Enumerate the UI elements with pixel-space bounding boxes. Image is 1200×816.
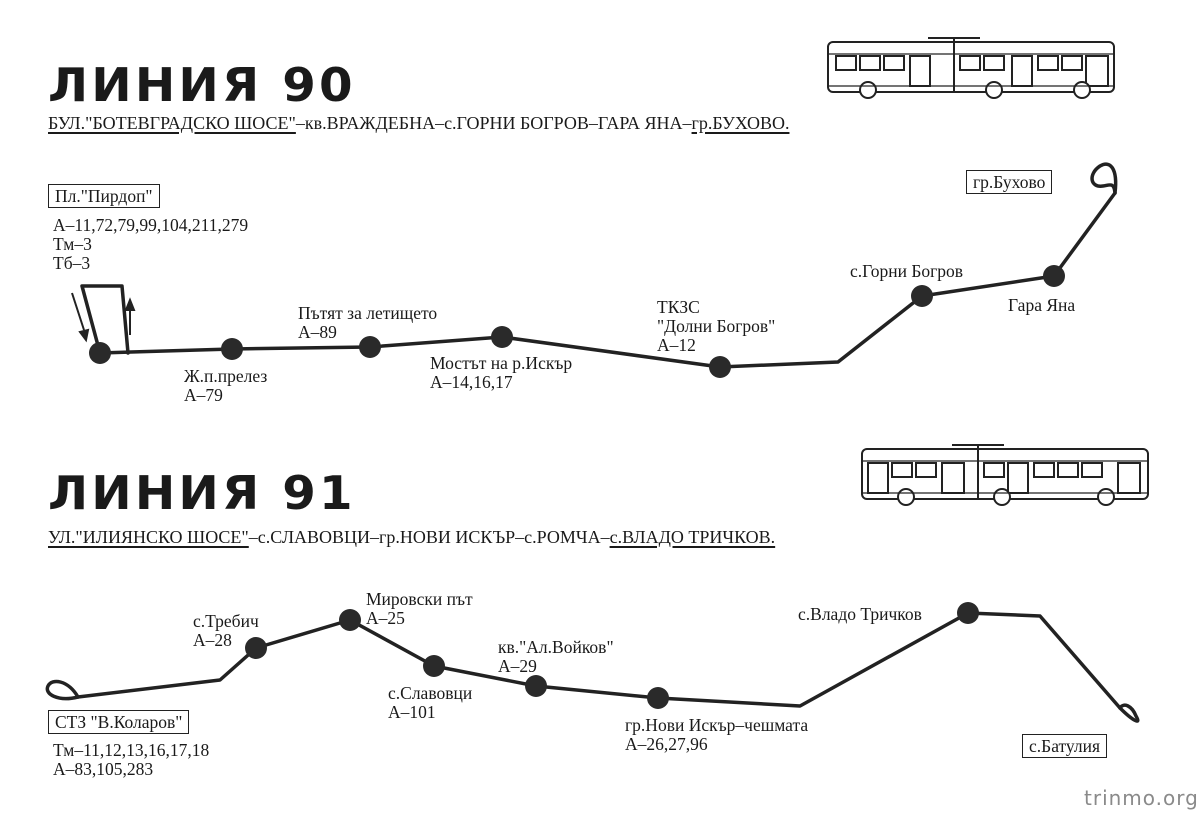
stop-marker — [709, 356, 731, 378]
stop-label-90: Гара Яна — [1008, 296, 1075, 315]
stop-label-91: Мировски път А–25 — [366, 590, 473, 628]
terminal-loop-icon — [45, 679, 80, 701]
stop-transfer: А–26,27,96 — [625, 734, 708, 754]
stop-name: Гара Яна — [1008, 295, 1076, 315]
stop-name: с.Славовци — [388, 683, 473, 703]
stop-label-91: гр.Нови Искър–чешмата А–26,27,96 — [625, 716, 808, 754]
transfer-line: Тб–3 — [53, 253, 91, 273]
stop-marker — [339, 609, 361, 631]
stop-name: ТКЗС — [657, 297, 700, 317]
stop-marker — [911, 285, 933, 307]
stop-transfer: А–12 — [657, 335, 696, 355]
stop-label-90: с.Горни Богров — [850, 262, 963, 281]
line-91-subtitle-start: УЛ."ИЛИЯНСКО ШОСЕ" — [48, 527, 249, 547]
terminal-end-90: гр.Бухово — [966, 170, 1053, 194]
stop-label-90: Пътят за летището А–89 — [298, 304, 437, 342]
stop-marker — [359, 336, 381, 358]
stop-marker — [525, 675, 547, 697]
terminal-start-90-transfers: А–11,72,79,99,104,211,279 Тм–3 Тб–3 — [53, 216, 248, 273]
line-91-subtitle-middle: –с.СЛАВОВЦИ–гр.НОВИ ИСКЪР–с.РОМЧА– — [248, 527, 610, 547]
stop-transfer: А–101 — [388, 702, 436, 722]
stop-marker — [957, 602, 979, 624]
line-90-title: ЛИНИЯ 90 — [48, 58, 356, 112]
bus-icon — [827, 37, 1115, 99]
stop-marker — [221, 338, 243, 360]
direction-arrow-icon — [71, 292, 136, 343]
stop-name: "Долни Богров" — [657, 316, 776, 336]
line-91-title: ЛИНИЯ 91 — [48, 466, 356, 520]
line-90-subtitle-end: гр.БУХОВО. — [691, 113, 790, 133]
bus-icon — [861, 444, 1149, 506]
terminal-start-90: Пл."Пирдоп" — [48, 184, 160, 208]
terminal-end-91: с.Батулия — [1022, 734, 1108, 758]
stop-marker — [1043, 265, 1065, 287]
stop-marker — [647, 687, 669, 709]
line-90-subtitle: БУЛ."БОТЕВГРАДСКО ШОСЕ"–кв.ВРАЖДЕБНА–с.Г… — [48, 113, 789, 134]
stop-name: кв."Ал.Войков" — [498, 637, 614, 657]
stop-name: с.Горни Богров — [850, 261, 964, 281]
line-91-subtitle-end: с.ВЛАДО ТРИЧКОВ. — [609, 527, 776, 547]
stop-label-90: ТКЗС "Долни Богров" А–12 — [657, 298, 775, 355]
stop-label-91: с.Владо Тричков — [798, 605, 922, 624]
transfer-line: Тм–11,12,13,16,17,18 — [53, 740, 210, 760]
terminal-start-91: СТЗ "В.Коларов" — [48, 710, 190, 734]
line-90-subtitle-middle: –кв.ВРАЖДЕБНА–с.ГОРНИ БОГРОВ–ГАРА ЯНА– — [295, 113, 692, 133]
stop-name: Мировски път — [366, 589, 473, 609]
stop-transfer: А–25 — [366, 608, 405, 628]
line-91-subtitle: УЛ."ИЛИЯНСКО ШОСЕ"–с.СЛАВОВЦИ–гр.НОВИ ИС… — [48, 527, 775, 548]
stop-label-90: Мостът на р.Искър А–14,16,17 — [430, 354, 572, 392]
stop-name: Мостът на р.Искър — [430, 353, 573, 373]
transfer-line: Тм–3 — [53, 234, 92, 254]
terminal-loop-icon — [1118, 703, 1140, 723]
terminal-start-91-transfers: Тм–11,12,13,16,17,18 А–83,105,283 — [53, 741, 209, 779]
stop-label-91: кв."Ал.Войков" А–29 — [498, 638, 614, 676]
stop-name: гр.Нови Искър–чешмата — [625, 715, 809, 735]
transfer-line: А–11,72,79,99,104,211,279 — [53, 215, 249, 235]
stop-name: Ж.п.прелез — [184, 366, 268, 386]
stop-label-91: с.Славовци А–101 — [388, 684, 472, 722]
stop-name: с.Требич — [193, 611, 259, 631]
stop-transfer: А–14,16,17 — [430, 372, 513, 392]
stop-label-91: с.Требич А–28 — [193, 612, 259, 650]
stop-transfer: А–89 — [298, 322, 337, 342]
line-90-subtitle-start: БУЛ."БОТЕВГРАДСКО ШОСЕ" — [48, 113, 296, 133]
watermark: trinmo.org — [1084, 786, 1199, 810]
stop-marker — [491, 326, 513, 348]
stop-transfer: А–28 — [193, 630, 232, 650]
stop-transfer: А–29 — [498, 656, 537, 676]
stop-marker — [245, 637, 267, 659]
stop-label-90: Ж.п.прелез А–79 — [184, 367, 267, 405]
stop-marker — [89, 342, 111, 364]
stop-transfer: А–79 — [184, 385, 223, 405]
transfer-line: А–83,105,283 — [53, 759, 154, 779]
stop-name: с.Владо Тричков — [798, 604, 922, 624]
terminal-loop-icon — [80, 284, 130, 355]
terminal-loop-icon — [1090, 162, 1118, 195]
stop-name: Пътят за летището — [298, 303, 438, 323]
stop-marker — [423, 655, 445, 677]
